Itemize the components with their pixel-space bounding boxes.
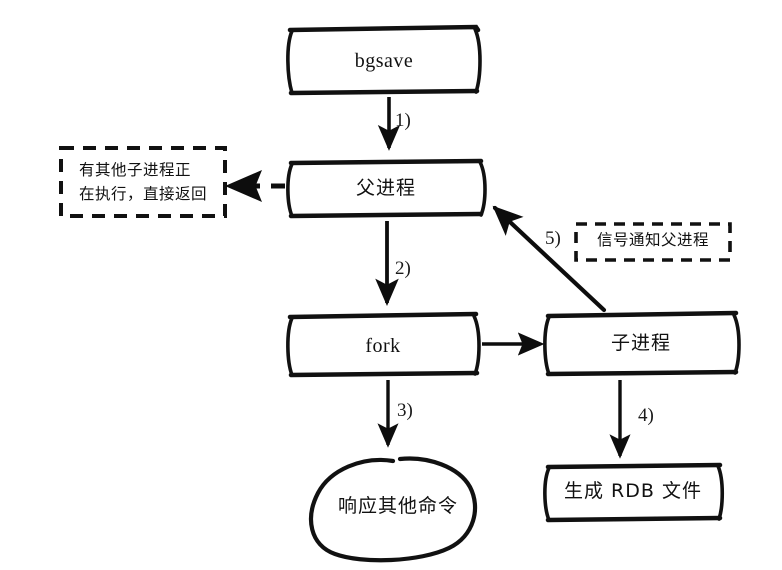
edge-label-5: 5) (545, 228, 561, 249)
node-bgsave[interactable]: bgsave (288, 27, 480, 95)
node-child-process-label: 子进程 (610, 332, 671, 355)
node-child-process[interactable]: 子进程 (545, 313, 737, 375)
edge-label-3: 3) (397, 400, 413, 421)
node-parent-process[interactable]: 父进程 (288, 160, 484, 218)
note-other-child-running-label: 有其他子进程正 在执行，直接返回 (78, 160, 207, 203)
node-fork[interactable]: fork (288, 315, 478, 377)
note-signal-parent: 信号通知父进程 (574, 222, 732, 260)
node-respond-other-commands[interactable]: 响应其他命令 (312, 455, 484, 559)
edge-label-4: 4) (638, 405, 654, 426)
node-generate-rdb-file-label: 生成 RDB 文件 (564, 480, 702, 503)
node-fork-label: fork (365, 334, 401, 357)
edge-label-2: 2) (395, 258, 411, 279)
edge-label-1: 1) (395, 110, 411, 131)
node-generate-rdb-file[interactable]: 生成 RDB 文件 (545, 464, 721, 520)
node-bgsave-label: bgsave (354, 49, 414, 72)
node-parent-process-label: 父进程 (355, 177, 416, 200)
note-signal-parent-label: 信号通知父进程 (596, 231, 709, 250)
note-other-child-running: 有其他子进程正 在执行，直接返回 (60, 147, 226, 217)
node-respond-other-commands-label: 响应其他命令 (337, 495, 458, 518)
